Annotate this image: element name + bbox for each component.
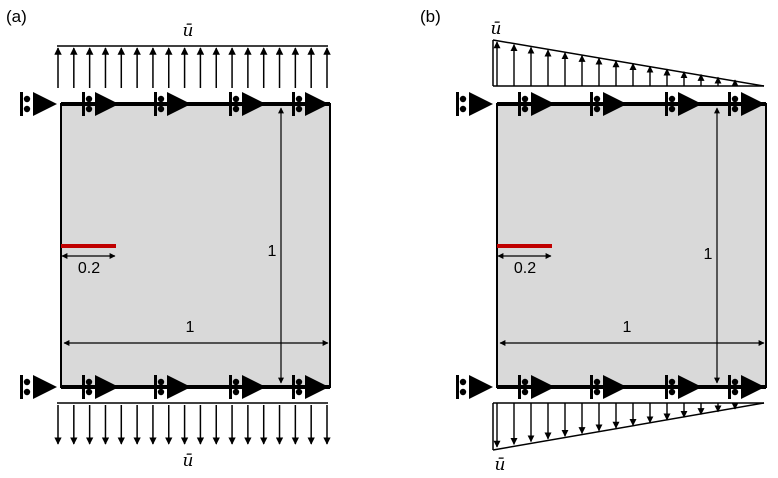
panel-b-top-load bbox=[492, 39, 765, 87]
roller-support-icon bbox=[456, 92, 493, 116]
roller-support-icon bbox=[518, 375, 555, 399]
height-label: 1 bbox=[704, 246, 713, 263]
roller-support-icon bbox=[154, 92, 191, 116]
roller-supports bbox=[20, 92, 329, 399]
panel-a-label: (a) bbox=[6, 7, 27, 26]
panel-b-top-load-symbol: ū bbox=[491, 19, 502, 39]
roller-support-icon bbox=[590, 375, 627, 399]
roller-support-icon bbox=[292, 375, 329, 399]
panel-a-bottom-load-symbol: ū bbox=[183, 451, 194, 471]
load-arrows bbox=[493, 402, 739, 448]
roller-support-icon bbox=[154, 375, 191, 399]
roller-support-icon bbox=[229, 92, 266, 116]
roller-support-icon bbox=[728, 92, 765, 116]
load-arrows bbox=[54, 47, 331, 88]
panel-a-top-load-symbol: ū bbox=[183, 21, 194, 41]
load-arrows bbox=[54, 405, 331, 445]
roller-support-icon bbox=[518, 92, 555, 116]
roller-support-icon bbox=[229, 375, 266, 399]
height-label: 1 bbox=[268, 243, 277, 260]
roller-support-icon bbox=[456, 375, 493, 399]
roller-support-icon bbox=[20, 92, 57, 116]
load-arrows bbox=[493, 41, 739, 87]
crack-length-label: 0.2 bbox=[514, 260, 536, 277]
panel-b-bottom-load bbox=[492, 402, 765, 451]
roller-support-icon bbox=[728, 375, 765, 399]
roller-supports bbox=[456, 92, 765, 399]
roller-support-icon bbox=[20, 375, 57, 399]
panel-b-label: (b) bbox=[420, 7, 441, 26]
panel-b: (b) ū ū 0.2 1 1 bbox=[420, 7, 767, 475]
load-envelope bbox=[492, 39, 765, 87]
width-label: 1 bbox=[186, 319, 195, 336]
panel-a-top-load bbox=[54, 45, 331, 88]
panel-a-bottom-load bbox=[54, 402, 331, 445]
roller-support-icon bbox=[665, 375, 702, 399]
roller-support-icon bbox=[82, 92, 119, 116]
crack-length-label: 0.2 bbox=[78, 260, 100, 277]
panel-b-bottom-load-symbol: ū bbox=[495, 455, 506, 475]
roller-support-icon bbox=[665, 92, 702, 116]
roller-support-icon bbox=[590, 92, 627, 116]
load-envelope bbox=[492, 402, 765, 451]
width-label: 1 bbox=[623, 319, 632, 336]
roller-support-icon bbox=[292, 92, 329, 116]
roller-support-icon bbox=[82, 375, 119, 399]
panel-a: (a) ū ū 0.2 1 1 bbox=[6, 7, 331, 471]
